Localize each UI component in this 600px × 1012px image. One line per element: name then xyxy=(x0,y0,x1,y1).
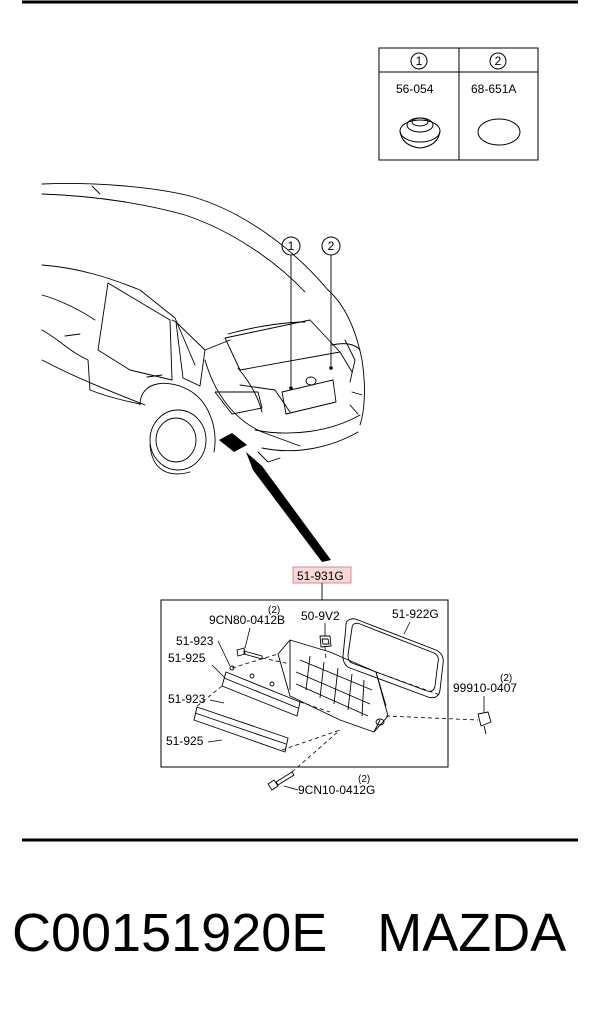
oval-plug-drawing xyxy=(477,118,521,146)
screw-top-qty: (2) xyxy=(268,605,280,616)
screw-bottom-part: 9CN10-0412G xyxy=(298,783,375,797)
legend-part-1: 56-054 xyxy=(396,82,434,96)
legend-marker-1-label: 1 xyxy=(416,54,423,68)
assembly-number: 51-931G xyxy=(297,569,344,583)
legend-marker-2 xyxy=(489,52,507,70)
part-50-9v2: 50-9V2 xyxy=(301,609,340,623)
assembly-callout: 51-931G xyxy=(292,566,352,600)
grommet-drawing xyxy=(399,117,441,149)
assembly-guide-lines xyxy=(195,646,479,773)
car-callouts: 1 2 xyxy=(281,236,341,390)
part-labels: (2) 9CN80-0412B 51-923 51-925 51-923 51-… xyxy=(166,605,517,797)
car-marker-2: 2 xyxy=(328,239,335,253)
part-51-922g: 51-922G xyxy=(392,607,439,621)
screw-top-part: 9CN80-0412B xyxy=(209,613,285,627)
legend-box: 1 2 56-054 68-651A xyxy=(378,47,539,161)
part-51-923-b: 51-923 xyxy=(168,692,206,706)
part-51-925-b: 51-925 xyxy=(166,734,204,748)
exploded-parts-drawing xyxy=(193,618,492,791)
vent-location-marker xyxy=(219,433,247,452)
clip-qty: (2) xyxy=(500,673,512,684)
exploded-view-frame xyxy=(160,599,449,768)
brand-name: MAZDA xyxy=(377,903,567,963)
legend-marker-2-label: 2 xyxy=(495,54,502,68)
part-code: C00151920E xyxy=(12,903,328,963)
footer-caption: C00151920E MAZDA xyxy=(12,898,592,968)
legend-marker-1 xyxy=(410,52,428,70)
part-51-925-a: 51-925 xyxy=(168,651,206,665)
screw-bottom-qty: (2) xyxy=(358,774,370,785)
legend-part-2: 68-651A xyxy=(471,82,516,96)
part-99910-0407: 99910-0407 xyxy=(453,681,517,695)
car-drawing xyxy=(41,183,365,475)
vent-leader xyxy=(246,452,331,562)
car-marker-1: 1 xyxy=(288,239,295,253)
part-51-923-a: 51-923 xyxy=(176,634,214,648)
